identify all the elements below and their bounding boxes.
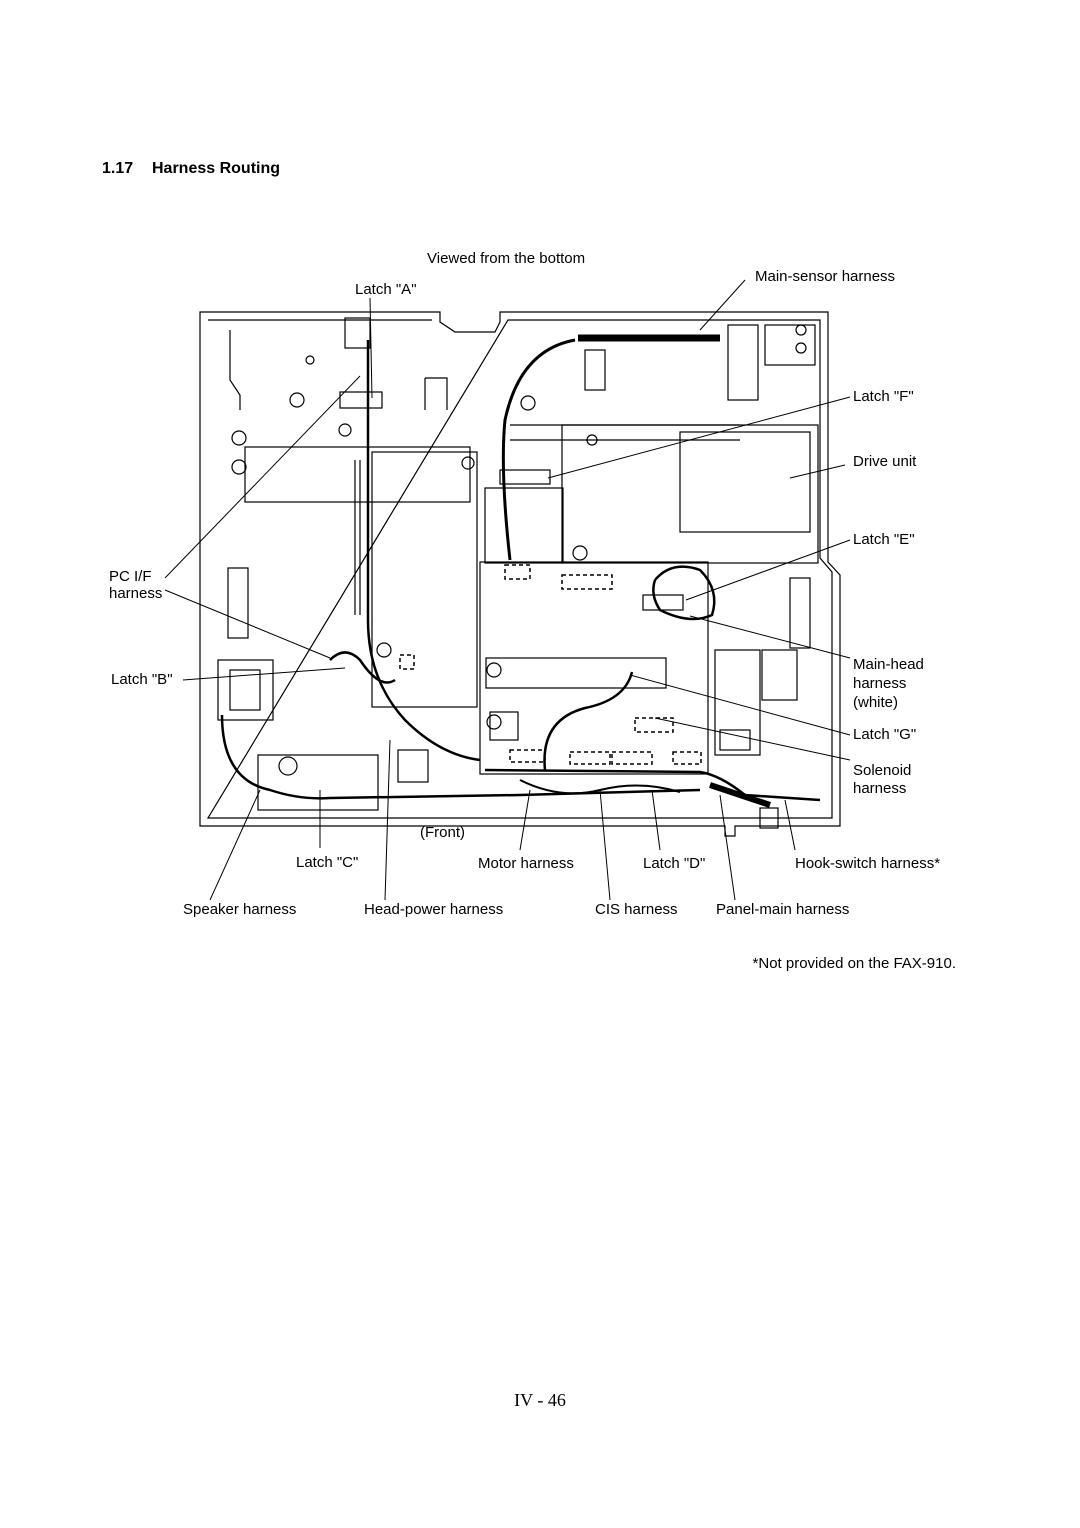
section-heading: 1.17 Harness Routing [102,160,280,178]
front-caption: (Front) [420,824,465,841]
label-cis-harness: CIS harness [595,901,678,918]
label-latch-g: Latch "G" [853,726,916,743]
connectors [399,564,702,765]
label-main-sensor-harness: Main-sensor harness [755,268,895,285]
label-latch-e: Latch "E" [853,531,915,548]
section-number: 1.17 [102,160,134,177]
label-panel-main-harness: Panel-main harness [716,901,849,918]
label-solenoid-line2: harness [853,780,906,797]
label-latch-c: Latch "C" [296,854,358,871]
label-pcif-line1: PC I/F [109,568,152,585]
label-latch-b: Latch "B" [111,671,173,688]
section-title: Harness Routing [152,160,281,177]
label-solenoid-line1: Solenoid [853,762,911,779]
chassis-outline [199,311,841,837]
harness-routes [220,334,821,808]
label-motor-harness: Motor harness [478,855,574,872]
footnote: *Not provided on the FAX-910. [752,955,956,972]
label-latch-d: Latch "D" [643,855,705,872]
label-main-head-line2: harness [853,675,906,692]
view-caption: Viewed from the bottom [427,250,585,267]
label-latch-f: Latch "F" [853,388,914,405]
label-latch-a: Latch "A" [355,281,417,298]
label-drive-unit: Drive unit [853,453,917,470]
label-speaker-harness: Speaker harness [183,901,296,918]
label-pcif-line2: harness [109,585,162,602]
label-head-power-harness: Head-power harness [364,901,503,918]
label-main-head-line1: Main-head [853,656,924,673]
page-number: IV - 46 [514,1390,566,1410]
leader-lines [164,279,851,901]
label-main-head-line3: (white) [853,694,898,711]
label-hook-switch-harness: Hook-switch harness* [795,855,940,872]
